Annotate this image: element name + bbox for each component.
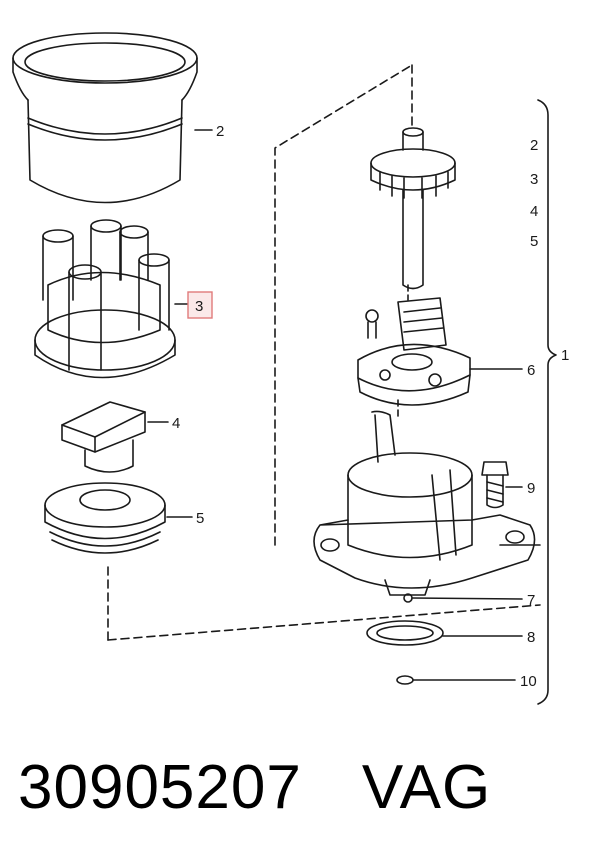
- callout-left-4: 4: [172, 415, 180, 432]
- cover-seal: [44, 482, 166, 554]
- callout-right-8: 8: [527, 629, 535, 646]
- callout-right-2: 2: [530, 137, 538, 154]
- part-number: 30905207: [18, 753, 302, 822]
- part-caption: 30905207 VAG: [18, 752, 491, 832]
- callout-right-3: 3: [530, 171, 538, 188]
- distributor-housing: [313, 410, 536, 603]
- dashed-frame-top: [274, 64, 413, 546]
- dashed-frame-bottom: [107, 604, 541, 641]
- callout-left-3: 3: [195, 298, 203, 315]
- callout-right-5: 5: [530, 233, 538, 250]
- exploded-parts-diagram: 2 3 4 5 2 3 4 5 6 1 9 7 8 10: [12, 32, 569, 705]
- callout-left-5: 5: [196, 510, 204, 527]
- callout-right-6: 6: [527, 362, 535, 379]
- bolt: [481, 461, 509, 509]
- brand-name: VAG: [361, 753, 492, 822]
- hall-sender-plate: [357, 297, 471, 406]
- dust-cover-cup: [12, 32, 198, 204]
- callout-right-4: 4: [530, 203, 538, 220]
- distributor-rotor: [61, 401, 146, 473]
- leader-right-7: [411, 597, 523, 600]
- callout-right-1: 1: [561, 347, 569, 364]
- callout-right-9: 9: [527, 480, 535, 497]
- callout-left-2: 2: [216, 123, 224, 140]
- o-ring: [366, 620, 444, 646]
- callout-right-10: 10: [520, 673, 537, 690]
- distributor-cap: [34, 219, 176, 379]
- trigger-wheel-shaft: [370, 127, 456, 290]
- callout-3-highlight: [187, 291, 213, 319]
- group-bracket: [537, 99, 557, 705]
- small-seal-ring: [396, 675, 414, 685]
- callout-right-7: 7: [527, 592, 535, 609]
